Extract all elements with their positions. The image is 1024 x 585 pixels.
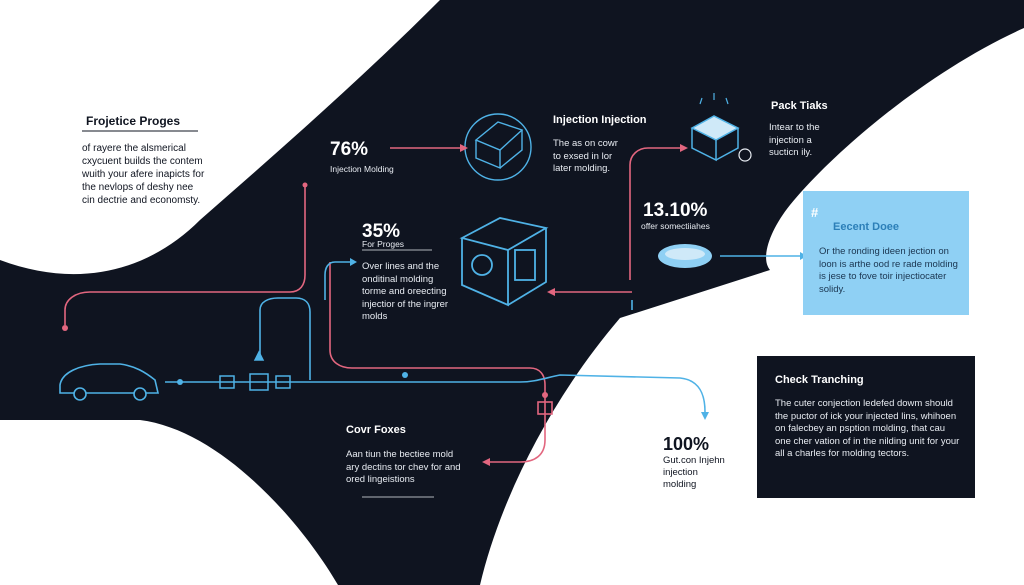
- callout-card: [803, 191, 969, 315]
- arrow-heads: [460, 144, 688, 466]
- check-title: Check Tranching: [775, 374, 864, 386]
- plus-icon: [738, 148, 752, 162]
- injection-body: The as on cowr to exsed in lor later mol…: [553, 138, 618, 174]
- light-rules: [362, 249, 434, 498]
- check-body: The cuter conjection ledefed dowm should…: [775, 398, 960, 459]
- pink-flow-d: [629, 147, 680, 280]
- check-panel: [757, 356, 975, 498]
- projective-props-body: of rayere the alsmerical cxycuent builds…: [82, 143, 205, 206]
- machine-cube-icon: [459, 217, 549, 307]
- flow-lines: [64, 147, 800, 463]
- flow-dots: [62, 182, 548, 398]
- stat-100-label-3: molding: [663, 479, 697, 490]
- cover-body: Aan tiun the bectiee mold ary dectins to…: [346, 449, 461, 485]
- blue-flow-a: [165, 374, 706, 413]
- stat-100-label-1: Gut.con Injehn: [663, 455, 725, 466]
- valve-icon: [219, 350, 291, 391]
- pink-connector-icon: [537, 401, 553, 415]
- stat-76-value: 76%: [330, 139, 369, 160]
- stat-35-body: Over lines and the onditinal molding tor…: [362, 261, 449, 322]
- stat-100-label-2: injection: [663, 467, 698, 478]
- stat-35-value: 35%: [362, 221, 401, 242]
- stat-76-label: Injection Molding: [330, 164, 394, 174]
- hash-icon: #: [811, 205, 819, 220]
- stat-1310-value: 13.10%: [643, 200, 708, 221]
- pink-flow-a: [64, 185, 306, 325]
- stat-1310-label: offer somectiiahes: [641, 221, 710, 231]
- projective-props-title: Frojetice Proges: [86, 114, 181, 128]
- car-icon: [59, 363, 160, 401]
- pack-title: Pack Tiaks: [771, 100, 828, 112]
- stat-100-value: 100%: [663, 434, 710, 454]
- cover-title: Covr Foxes: [346, 424, 406, 436]
- stat-35-label: For Proges: [362, 239, 405, 249]
- injection-title: Injection Injection: [553, 114, 647, 126]
- callout-body: Or the ronding ideen jection on loon is …: [819, 246, 958, 295]
- blue-flow-c: [324, 261, 350, 300]
- callout-title: Eecent Doee: [833, 221, 900, 233]
- pink-flow-c: [329, 262, 546, 463]
- pack-body: Intear to the injection a sucticn ily.: [769, 122, 820, 158]
- package-icon: [690, 93, 740, 162]
- disc-sensor-icon: [658, 244, 712, 268]
- blue-flow-b: [259, 297, 311, 380]
